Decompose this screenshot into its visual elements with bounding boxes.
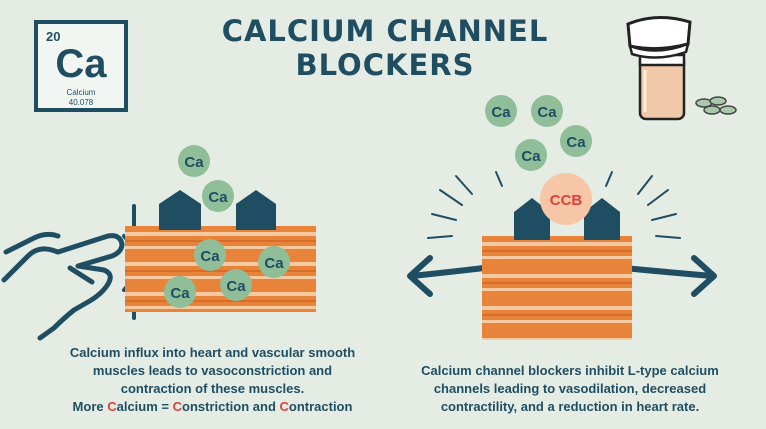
svg-text:Ca: Ca [200, 248, 220, 265]
svg-text:Ca: Ca [264, 255, 284, 272]
ion-left-3: Ca [194, 239, 226, 271]
ion-right-1: Ca [485, 95, 517, 127]
ccb-label: CCB [550, 192, 583, 209]
ion-right-4: Ca [515, 139, 547, 171]
ion-right-2: Ca [531, 95, 563, 127]
calcium-channel-left-2 [236, 190, 276, 230]
dilate-arrows-icon [407, 255, 717, 297]
svg-text:Ca: Ca [226, 278, 246, 295]
pill-bottle-icon [626, 15, 692, 121]
burst-lines [427, 171, 681, 239]
page-title: CALCIUM CHANNEL BLOCKERS [221, 14, 549, 82]
ion-left-2: Ca [202, 180, 234, 212]
calcium-element-tile: 20 Ca Calcium 40.078 [34, 20, 128, 112]
caption-right-line-2: channels leading to vasodilation, decrea… [433, 381, 707, 396]
caption-right-line-1: Calcium channel blockers inhibit L-type … [421, 363, 719, 378]
element-name: Calcium [66, 88, 96, 97]
pill-tablets-icon [695, 96, 737, 115]
caption-left-line-1: Calcium influx into heart and vascular s… [69, 345, 356, 360]
atomic-number: 20 [46, 29, 61, 44]
caption-left-line-2: muscles leads to vasoconstriction and [92, 363, 333, 378]
caption-left: Calcium influx into heart and vascular s… [40, 344, 385, 416]
svg-text:Ca: Ca [208, 189, 228, 206]
svg-text:Ca: Ca [566, 134, 586, 151]
svg-text:Ca: Ca [491, 104, 511, 121]
element-symbol: Ca [55, 42, 107, 86]
caption-left-line-4: More Calcium = Constriction and Contract… [72, 399, 353, 414]
ccb-blocker: CCB [540, 173, 592, 225]
ion-left-5: Ca [220, 269, 252, 301]
ion-left-4: Ca [258, 246, 290, 278]
svg-text:Ca: Ca [537, 104, 557, 121]
smooth-muscle-tissue-right [482, 236, 632, 340]
calcium-channel-right-2 [584, 198, 620, 240]
calcium-channel-right-1 [514, 198, 550, 240]
caption-right-line-3: contractility, and a reduction in heart … [440, 399, 700, 414]
calcium-channel-left-1 [159, 190, 201, 230]
ion-right-3: Ca [560, 125, 592, 157]
caption-left-line-3: contraction of these muscles. [120, 381, 305, 396]
svg-text:Ca: Ca [170, 285, 190, 302]
atomic-mass: 40.078 [68, 98, 94, 107]
ion-left-1: Ca [178, 145, 210, 177]
svg-text:Ca: Ca [521, 148, 541, 165]
svg-text:Ca: Ca [184, 154, 204, 171]
ion-left-6: Ca [164, 276, 196, 308]
caption-right: Calcium channel blockers inhibit L-type … [390, 362, 750, 416]
hand-pointing-icon [1, 231, 125, 341]
